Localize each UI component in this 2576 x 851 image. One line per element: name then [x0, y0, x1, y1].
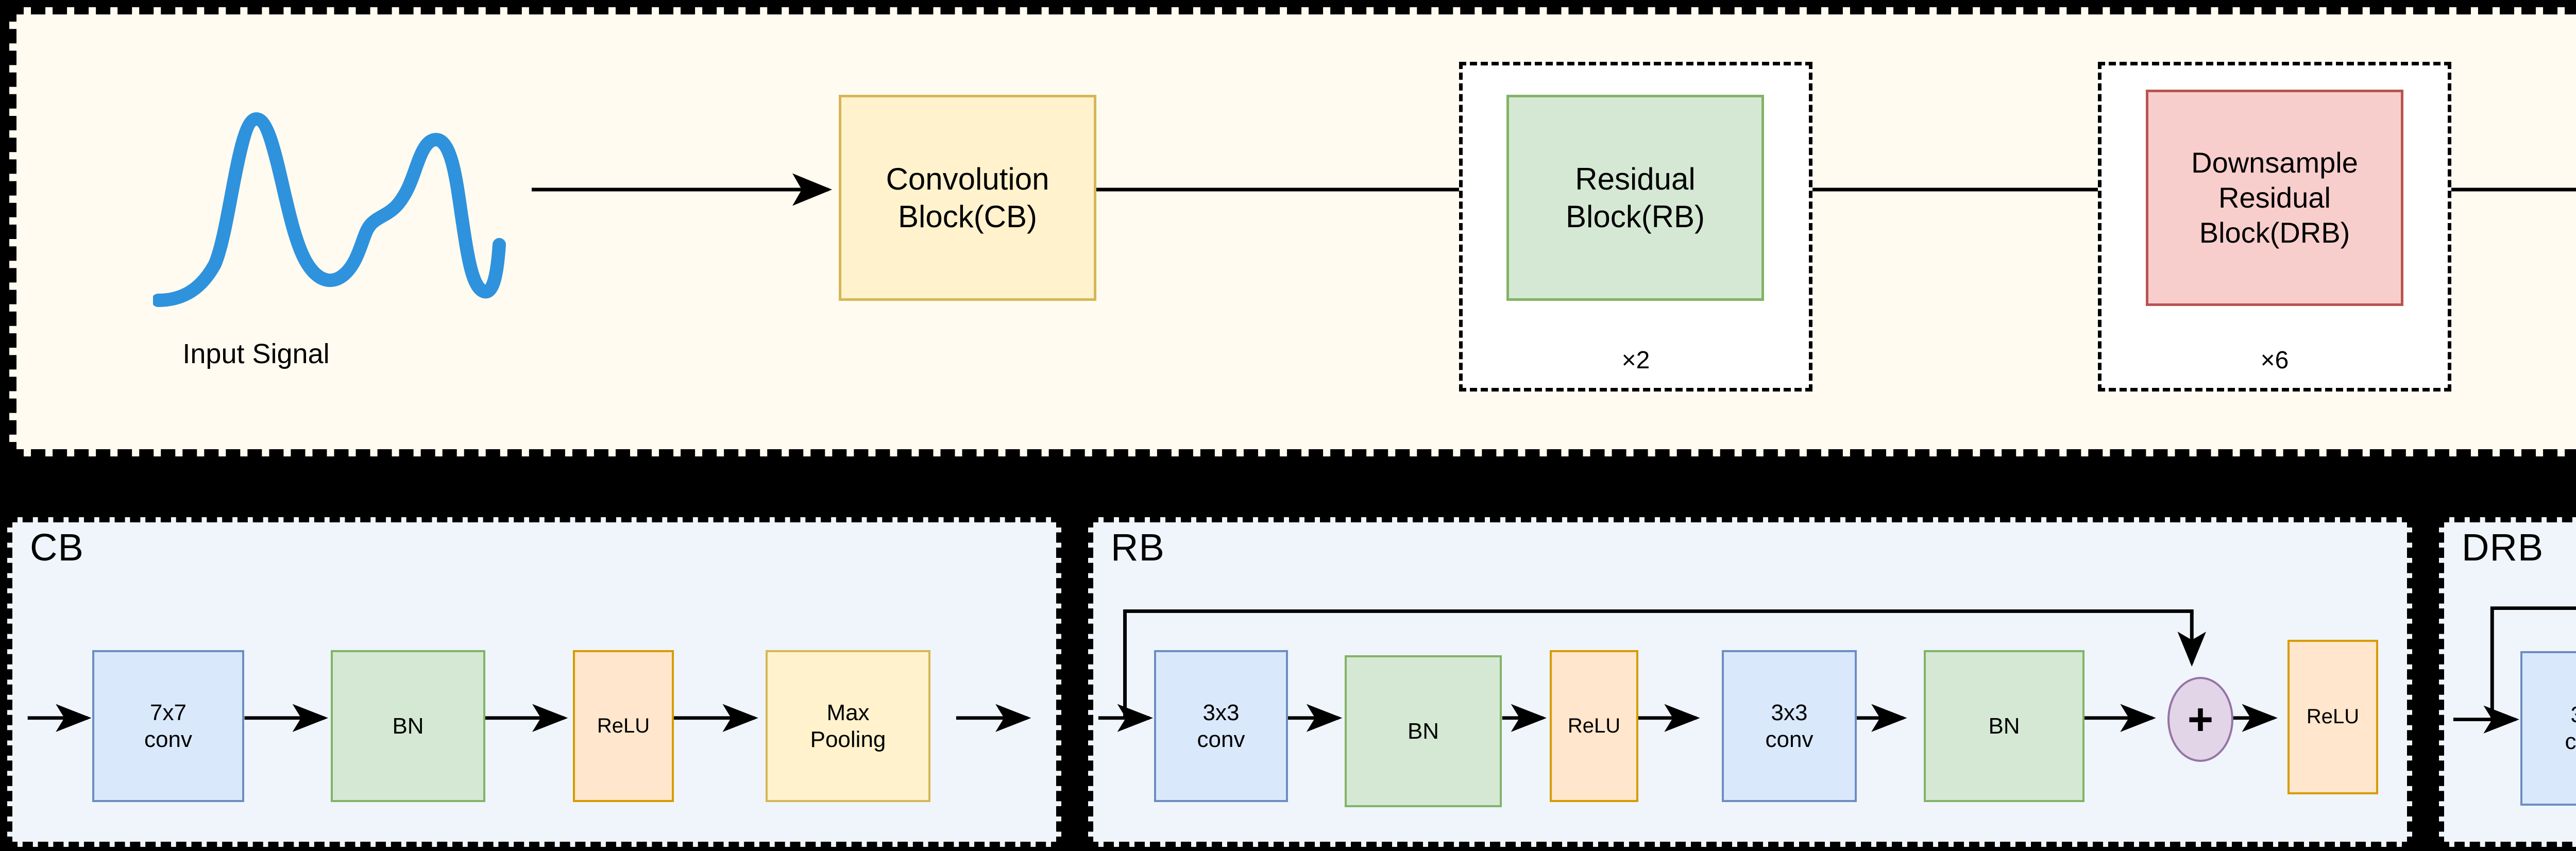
detail-panel-cb-title: CB: [30, 526, 84, 569]
rb-node-relu1[interactable]: ReLU: [1550, 650, 1638, 802]
cb-node-bn[interactable]: BN: [331, 650, 485, 802]
rb-skip-connection: [1123, 609, 2207, 718]
detail-panel-drb-title: DRB: [2462, 526, 2544, 569]
repeat-count-residual-block: ×2: [1621, 347, 1650, 374]
input-signal-waveform: [151, 58, 514, 347]
rb-node-bn2[interactable]: BN: [1924, 650, 2084, 802]
rb-node-add[interactable]: +: [2167, 677, 2233, 762]
drb-arrow-layer: [2453, 606, 2576, 734]
rb-arrow-layer: [1098, 609, 2278, 732]
input-signal-label: Input Signal: [182, 338, 330, 369]
detail-panel-rb-title: RB: [1111, 526, 1165, 569]
waveform-icon: [151, 112, 506, 307]
cb-arrow-layer: [27, 704, 1031, 732]
overview-arrow-layer: [532, 173, 2576, 206]
repeat-count-downsample-residual-block: ×6: [2260, 347, 2289, 374]
rb-node-relu2[interactable]: ReLU: [2287, 640, 2378, 794]
rb-node-bn1[interactable]: BN: [1345, 655, 1502, 807]
detail-panel-drb: DRB: [2439, 517, 2576, 847]
cb-node-relu[interactable]: ReLU: [573, 650, 674, 802]
drb-skip-connection: [2490, 606, 2576, 720]
